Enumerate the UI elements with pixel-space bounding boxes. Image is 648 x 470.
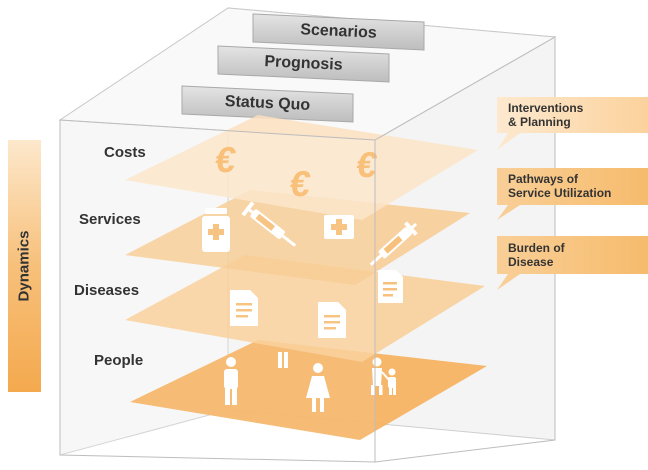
callout-pathways-text: Pathways of Service Utilization <box>508 172 611 200</box>
cube-right-face <box>374 36 556 463</box>
dynamics-bar <box>8 140 41 392</box>
first-aid-kit-icon <box>324 215 354 239</box>
callout-interventions <box>497 97 648 150</box>
document-icon <box>230 290 258 326</box>
dynamics-label: Dynamics <box>15 230 33 302</box>
layer-label-services: Services <box>79 211 141 228</box>
man-icon-partial <box>278 352 288 368</box>
callout-pathways <box>497 168 648 220</box>
callout-burden-text: Burden of Disease <box>508 241 565 269</box>
tab-status-quo[interactable] <box>181 85 354 123</box>
layer-label-people: People <box>94 352 144 369</box>
tab-scenarios[interactable] <box>252 13 425 51</box>
syringe-icon <box>369 221 418 266</box>
callout-interventions-text: Interventions & Planning <box>508 101 583 129</box>
callout-interventions-line1: Interventions <box>508 101 584 115</box>
document-icon <box>378 270 403 303</box>
tab-prognosis[interactable] <box>217 45 390 83</box>
layer-label-diseases: Diseases <box>74 282 140 299</box>
callout-burden-line2: Disease <box>508 255 554 269</box>
callout-burden <box>497 236 648 290</box>
document-icon <box>318 302 346 338</box>
callout-burden-line1: Burden of <box>508 241 565 255</box>
medicine-bottle-icon <box>202 208 230 252</box>
syringe-icon <box>241 201 297 247</box>
layer-label-costs: Costs <box>104 144 146 161</box>
callout-pathways-line2: Service Utilization <box>508 186 612 200</box>
callout-pathways-line1: Pathways of <box>508 172 579 186</box>
layer-costs-plane <box>125 115 478 220</box>
man-icon <box>224 357 238 405</box>
woman-icon <box>306 363 330 412</box>
callout-interventions-line2: & Planning <box>508 115 571 129</box>
